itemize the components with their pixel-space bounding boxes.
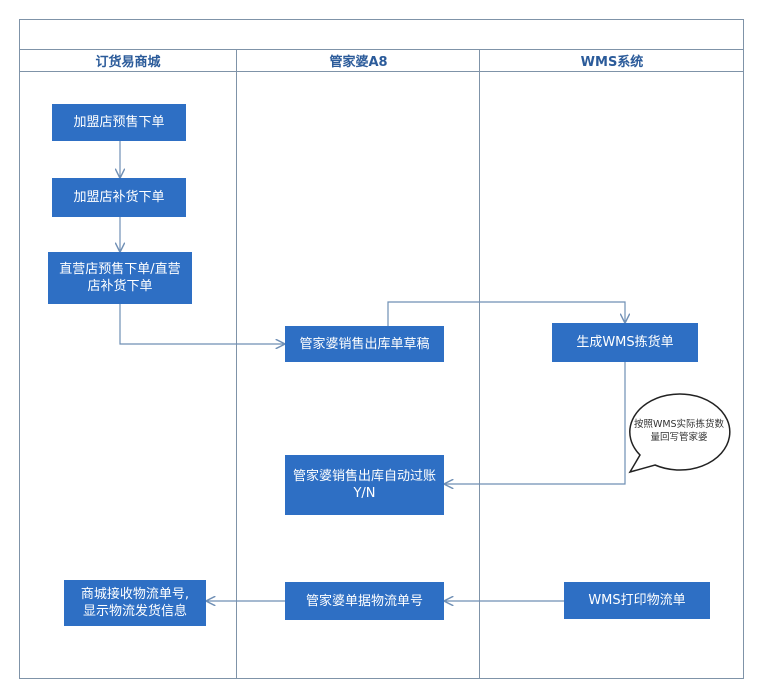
speech-bubble-shape: [628, 393, 731, 474]
box-a8-autopost: 管家婆销售出库自动过账 Y/N: [285, 455, 444, 515]
lane-header-mall: 订货易商城: [19, 49, 237, 72]
box-direct-order: 直营店预售下单/直营店补货下单: [48, 252, 192, 304]
arrow-3-draft: [119, 304, 284, 344]
lane-header-wms: WMS系统: [480, 49, 744, 72]
box-a8-logistics: 管家婆单据物流单号: [285, 582, 444, 620]
lane-divider: [236, 49, 237, 679]
lane-divider: [479, 49, 480, 679]
box-mall-receive: 商城接收物流单号, 显示物流发货信息: [64, 580, 206, 626]
lane-header-a8: 管家婆A8: [237, 49, 480, 72]
box-wms-pick: 生成WMS拣货单: [552, 323, 698, 362]
box-franchise-restock: 加盟店补货下单: [52, 178, 186, 217]
box-a8-draft: 管家婆销售出库单草稿: [285, 326, 444, 362]
arrow-draft-pick: [387, 301, 625, 326]
box-franchise-presale: 加盟店预售下单: [52, 104, 186, 141]
arrow-pick-autopost: [445, 362, 626, 484]
box-wms-print: WMS打印物流单: [564, 582, 710, 619]
swimlane-frame: [19, 19, 744, 679]
callout-text: 按照WMS实际拣货数量回写管家婆: [633, 419, 725, 443]
